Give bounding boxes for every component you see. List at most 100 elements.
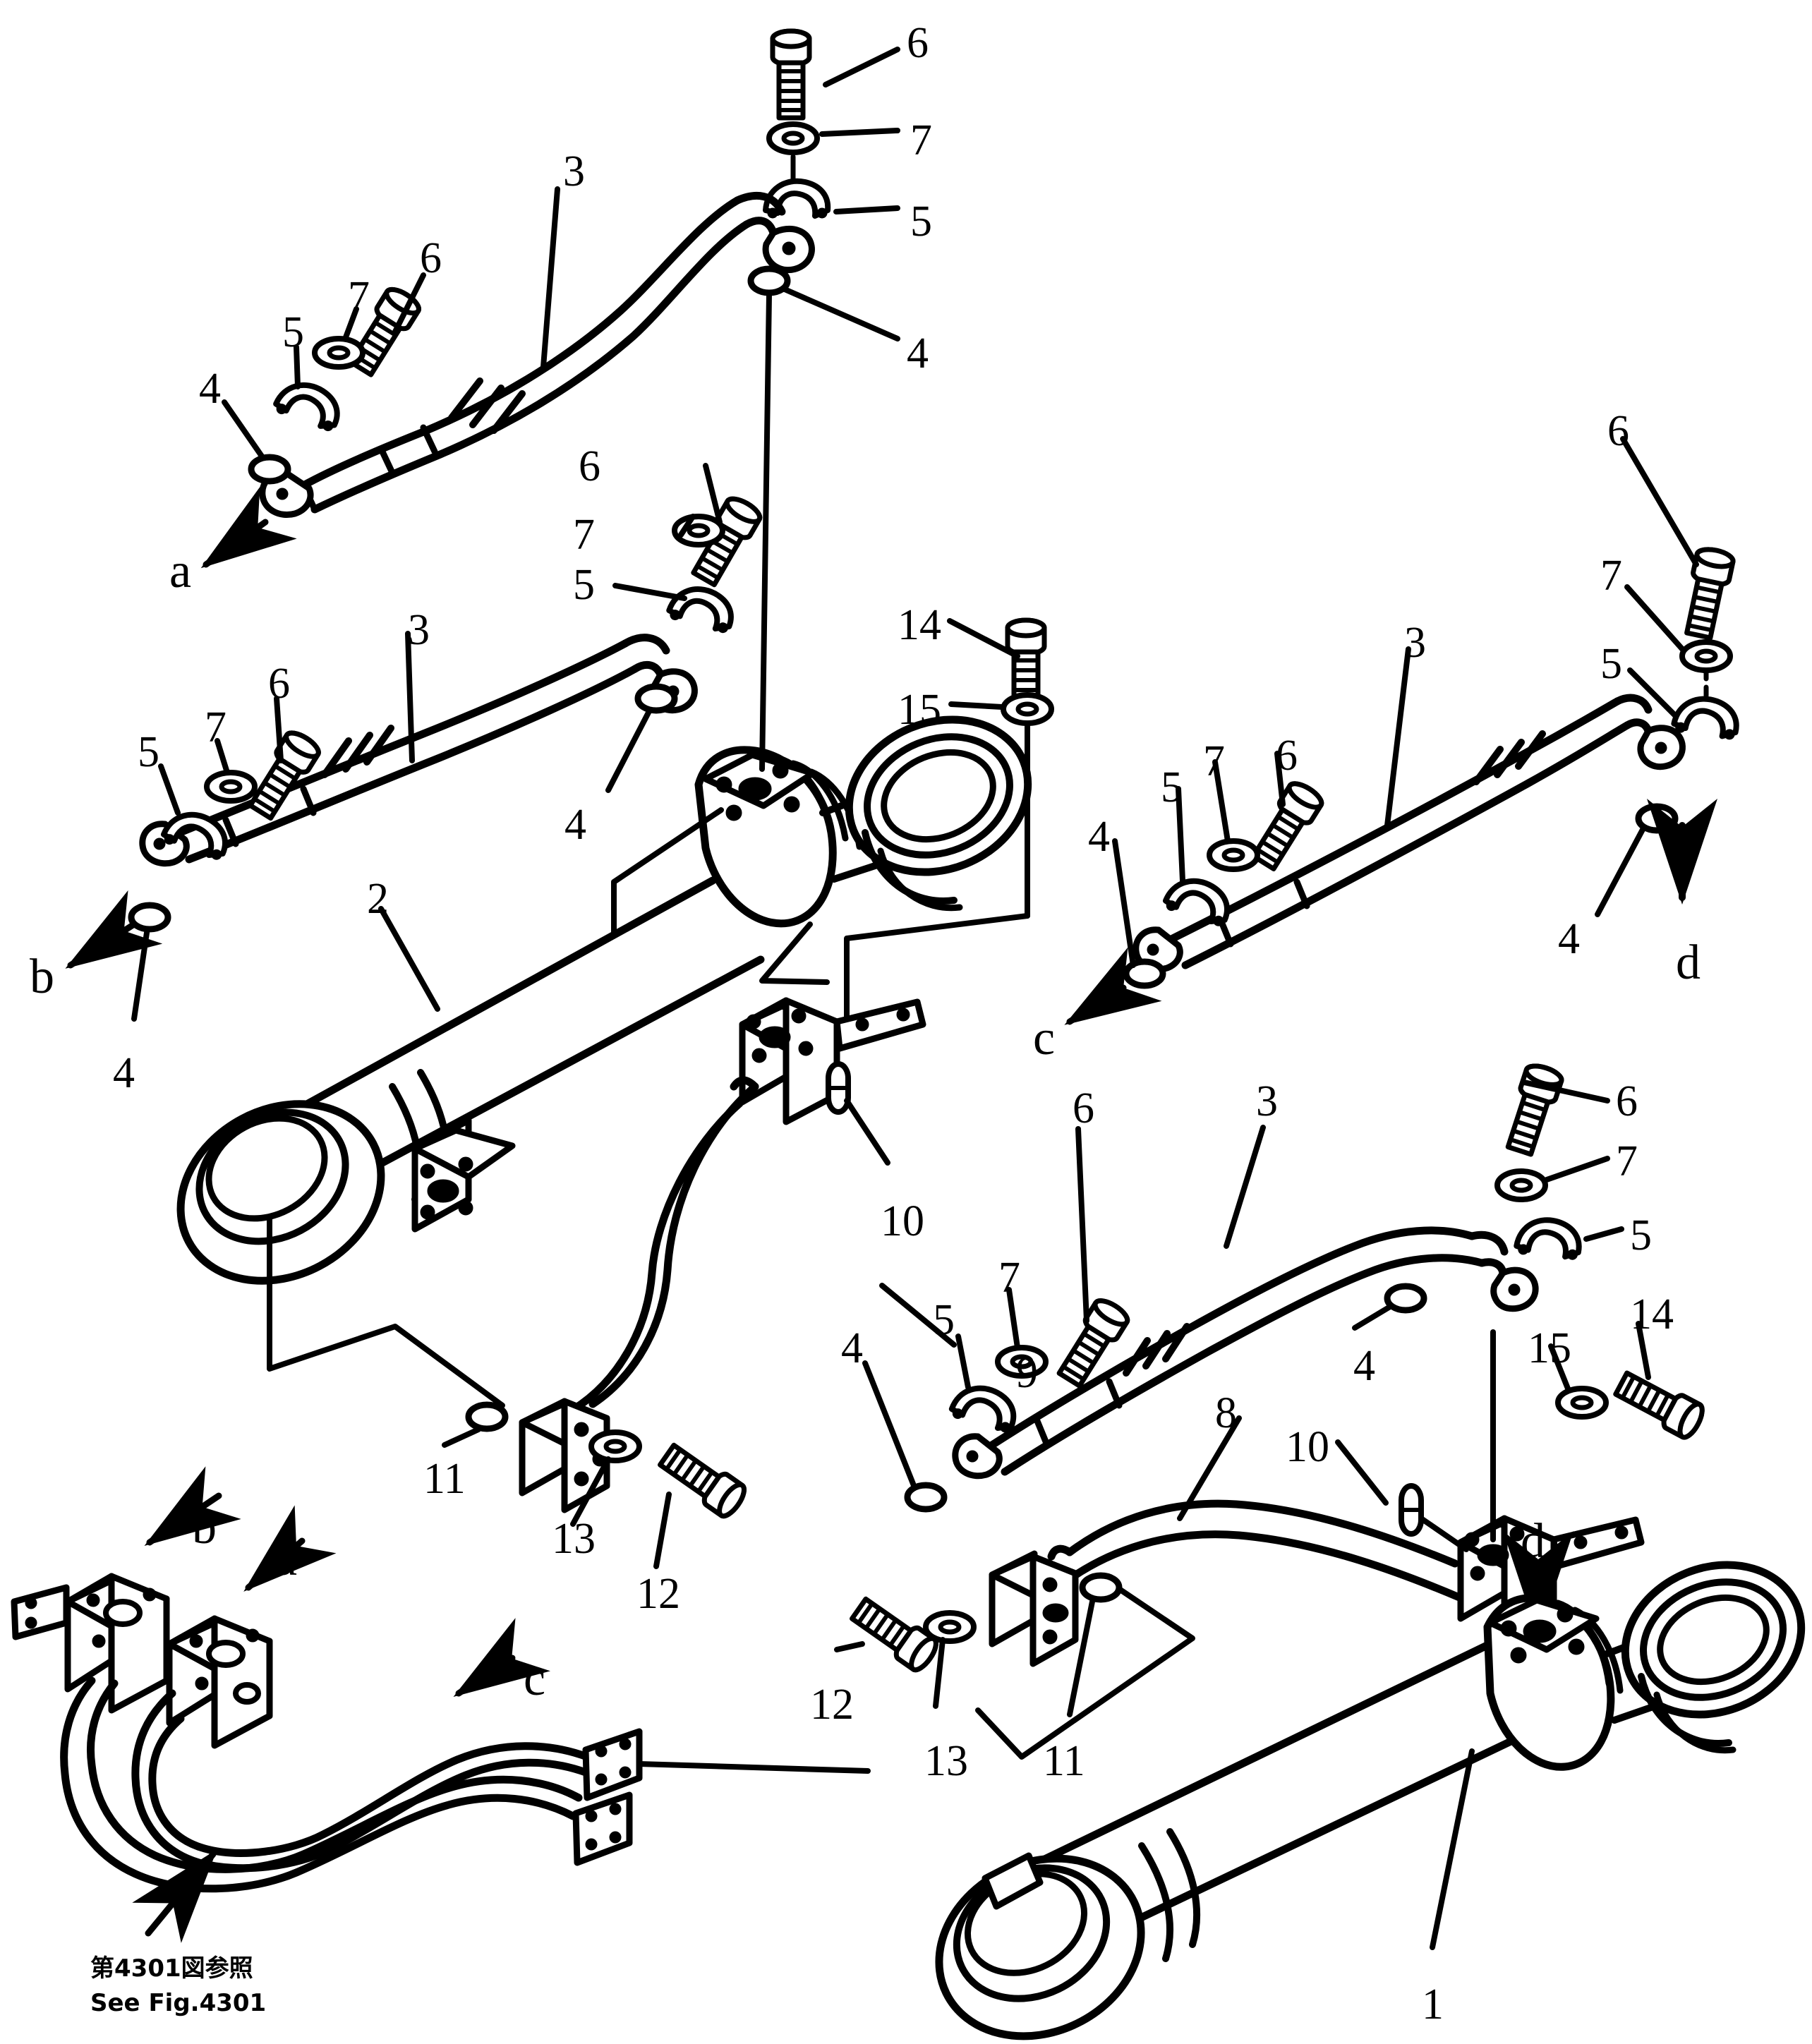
part-number-4-n15: 4 <box>564 801 586 849</box>
part-number-5-n26: 5 <box>1161 763 1183 811</box>
part-number-7-n7: 7 <box>348 273 370 321</box>
part-number-5-n13: 5 <box>573 561 595 609</box>
caption-leader <box>132 1849 217 1943</box>
oring-11-right <box>1082 1576 1119 1599</box>
washer-second-left <box>207 773 255 801</box>
part-number-10-n35: 10 <box>881 1197 924 1245</box>
bolt-12-right <box>848 1594 941 1674</box>
part-number-7-n25: 7 <box>1203 737 1225 785</box>
part-number-b-n57: b <box>192 1500 217 1554</box>
part-number-12-n54: 12 <box>810 1681 854 1729</box>
figure-reference-jp: 第4301図参照 <box>90 1954 253 1983</box>
part-number-9-n36: 9 <box>1016 1349 1038 1397</box>
part-number-8-n52: 8 <box>1215 1389 1237 1437</box>
hose-3-top-left <box>259 191 815 518</box>
bolt-top-center <box>773 31 809 118</box>
clamp-lower-right <box>1516 1217 1581 1258</box>
part-number-6-n45: 6 <box>1616 1077 1638 1125</box>
part-number-13-n38: 13 <box>552 1515 596 1563</box>
cylinder-head-center <box>694 715 1032 928</box>
part-number-14-n50: 14 <box>1630 1290 1674 1338</box>
arrow-a-upper-left <box>200 487 297 569</box>
part-number-7-n12: 7 <box>573 511 595 559</box>
oring-second-left-upper <box>638 687 675 710</box>
part-number-c-n59: c <box>524 1652 546 1706</box>
part-number-14-n21: 14 <box>898 601 941 649</box>
bolt-14-lower <box>1613 1367 1707 1441</box>
part-number-7-n42: 7 <box>998 1254 1020 1302</box>
part-number-6-n11: 6 <box>579 442 600 490</box>
part-number-7-n2: 7 <box>910 116 932 164</box>
part-number-c-n28: c <box>1033 1011 1056 1065</box>
part-number-1-n60: 1 <box>1422 1980 1444 2028</box>
part-number-5-n32: 5 <box>1600 640 1622 688</box>
cylinder-2-left <box>176 876 765 1285</box>
part-number-5-n47: 5 <box>1630 1211 1652 1259</box>
clamp-second-left-upper <box>668 582 737 631</box>
block-11-right <box>989 1550 1079 1667</box>
arrow-a-detail <box>243 1505 337 1592</box>
bolt-12 <box>656 1440 749 1520</box>
part-number-6-n1: 6 <box>907 19 929 67</box>
part-number-a-n10: a <box>169 544 192 598</box>
part-number-6-n16: 6 <box>268 660 290 708</box>
part-number-2-n23: 2 <box>367 875 389 923</box>
port-block-center <box>739 997 926 1125</box>
part-number-6-n6: 6 <box>420 234 442 282</box>
part-number-15-n22: 15 <box>898 686 941 734</box>
bolt-right-d <box>1681 547 1734 639</box>
part-number-b-n19: b <box>30 950 54 1004</box>
part-number-5-n18: 5 <box>138 728 159 776</box>
part-number-7-n46: 7 <box>1616 1137 1638 1185</box>
arrow-b-mid-left <box>65 890 163 969</box>
part-number-11-n37: 11 <box>423 1455 466 1503</box>
arrow-b-detail <box>144 1466 241 1547</box>
part-number-13-n55: 13 <box>924 1737 968 1785</box>
washer-13 <box>591 1432 639 1461</box>
part-number-3-n14: 3 <box>408 606 430 654</box>
part-number-12-n39: 12 <box>636 1570 680 1618</box>
washer-15-lower <box>1558 1389 1606 1417</box>
figure-reference-en: See Fig.4301 <box>90 1989 267 2018</box>
part-number-4-n20: 4 <box>113 1049 135 1097</box>
washer-right-d <box>1682 642 1730 670</box>
part-number-6-n30: 6 <box>1607 407 1629 455</box>
tube-9 <box>569 1076 759 1414</box>
tube-8 <box>1047 1499 1463 1602</box>
part-number-4-n40: 4 <box>841 1324 863 1372</box>
part-number-3-n29: 3 <box>1404 619 1426 667</box>
part-number-6-n41: 6 <box>1073 1084 1094 1132</box>
clamp-right-d <box>1673 695 1739 738</box>
part-number-d-n53: d <box>1521 1514 1545 1568</box>
washer-15 <box>1003 695 1051 723</box>
cylinder-1-right <box>935 1561 1806 2040</box>
part-number-15-n49: 15 <box>1528 1324 1571 1372</box>
hose-3-lower-middle <box>952 1226 1539 1480</box>
lower-left-pipe-detail <box>11 1573 643 1893</box>
figure-reference-caption: 第4301図参照 See Fig.4301 <box>90 1952 266 2021</box>
clamp-third-right <box>1164 873 1233 925</box>
part-number-4-n33: 4 <box>1558 915 1580 963</box>
washer-top-left <box>315 339 363 367</box>
part-number-a-n58: a <box>275 1532 298 1586</box>
part-number-3-n44: 3 <box>1256 1077 1278 1125</box>
part-number-4-n5: 4 <box>907 329 929 377</box>
part-number-4-n27: 4 <box>1088 813 1110 861</box>
part-number-d-n34: d <box>1676 936 1701 990</box>
part-number-4-n9: 4 <box>199 365 221 413</box>
oring-top-left <box>251 457 288 481</box>
part-number-6-n24: 6 <box>1276 732 1298 780</box>
bolt-lower-right <box>1502 1063 1564 1156</box>
clamp-lower-middle <box>950 1381 1020 1432</box>
oring-11-left <box>469 1405 505 1429</box>
part-number-10-n51: 10 <box>1286 1423 1329 1471</box>
part-number-4-n48: 4 <box>1353 1342 1375 1390</box>
part-number-3-n4: 3 <box>563 147 585 195</box>
arrow-c-detail <box>453 1618 550 1697</box>
clamp-top-left <box>274 377 344 430</box>
part-number-5-n43: 5 <box>933 1296 955 1344</box>
part-number-5-n3: 5 <box>910 198 932 246</box>
part-number-11-n56: 11 <box>1043 1737 1085 1785</box>
